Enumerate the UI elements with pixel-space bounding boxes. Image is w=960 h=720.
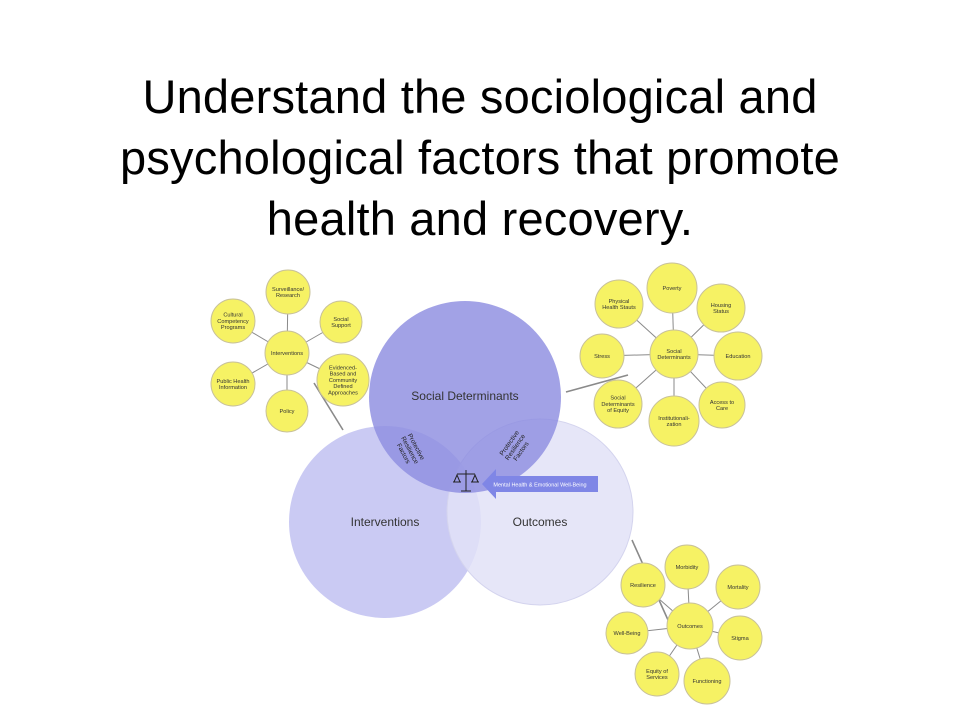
node-label: Stress	[594, 354, 610, 360]
node-stigma: Stigma	[717, 615, 763, 661]
node-circle	[265, 389, 309, 433]
node-label: Policy	[280, 409, 295, 415]
hub-label: Outcomes	[677, 624, 703, 630]
node-circle	[620, 562, 666, 608]
node-policy: Policy	[265, 389, 309, 433]
node-label: Morbidity	[676, 565, 699, 571]
node-circle	[715, 564, 761, 610]
hub-circle	[264, 330, 310, 376]
node-circle	[316, 353, 370, 407]
node-circle	[210, 361, 256, 407]
outcomes-hub: Outcomes	[666, 602, 714, 650]
interventions-hub: Interventions	[264, 330, 310, 376]
node-circle	[594, 279, 644, 329]
node-label: Surveillance/Research	[272, 287, 304, 299]
node-circle	[683, 657, 731, 705]
node-label: Poverty	[663, 286, 682, 292]
node-circle	[265, 269, 311, 315]
title-line-3: health and recovery.	[266, 192, 694, 245]
title-line-2: psychological factors that promote	[120, 131, 840, 184]
node-label: Well-Being	[614, 631, 641, 637]
node-well-being: Well-Being	[605, 611, 649, 655]
social-determinants-label: Social Determinants	[411, 389, 518, 403]
node-label: Education	[726, 354, 751, 360]
arrow-label: Mental Health & Emotional Well-Being	[493, 483, 586, 489]
node-circle	[605, 611, 649, 655]
node-mortality: Mortality	[715, 564, 761, 610]
hub-label: Interventions	[271, 351, 303, 357]
arrow-shape	[482, 469, 598, 499]
node-poverty: Poverty	[646, 262, 698, 314]
node-morbidity: Morbidity	[664, 544, 710, 590]
node-label: Mortality	[727, 585, 748, 591]
node-circle	[664, 544, 710, 590]
outcomes-label: Outcomes	[513, 515, 568, 529]
node-education: Education	[713, 331, 763, 381]
node-circle	[717, 615, 763, 661]
hub-circle	[649, 329, 699, 379]
node-label: Resilience	[630, 583, 656, 589]
node-circle	[713, 331, 763, 381]
node-circle	[648, 395, 700, 447]
hub-circle	[666, 602, 714, 650]
node-circle	[698, 381, 746, 429]
title-line-1: Understand the sociological and	[142, 70, 818, 123]
node-resilience: Resilience	[620, 562, 666, 608]
node-label: Functioning	[693, 679, 722, 685]
node-institutionali-zation: Institutionali-zation	[648, 395, 700, 447]
slide-title: Understand the sociological and psycholo…	[40, 66, 920, 249]
balance-scale-icon	[453, 470, 479, 492]
node-circle	[634, 651, 680, 697]
wellbeing-arrow: Mental Health & Emotional Well-Being	[482, 469, 598, 499]
cluster-link-line	[565, 374, 629, 393]
node-circle	[696, 283, 746, 333]
interventions-label: Interventions	[351, 515, 420, 529]
node-circle	[579, 333, 625, 379]
node-label: Institutionali-zation	[658, 416, 690, 428]
social-determinants-circle	[369, 301, 561, 493]
node-circle	[593, 379, 643, 429]
node-functioning: Functioning	[683, 657, 731, 705]
node-label: Stigma	[731, 636, 749, 642]
node-circle	[210, 298, 256, 344]
node-stress: Stress	[579, 333, 625, 379]
node-circle	[646, 262, 698, 314]
node-circle	[319, 300, 363, 344]
node-surveillance-research: Surveillance/Research	[265, 269, 311, 315]
